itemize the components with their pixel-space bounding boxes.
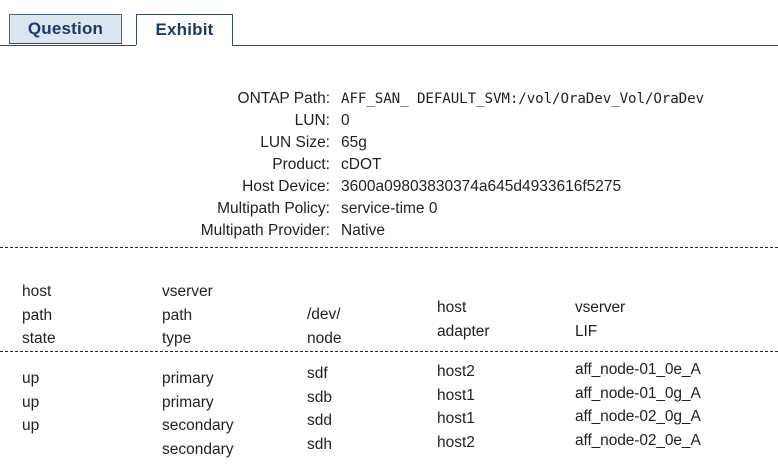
lun-summary-label: Multipath Provider: <box>200 222 330 239</box>
lun-summary-row: ONTAP Path: AFF_SAN_ DEFAULT_SVM:/vol/Ora… <box>0 88 778 110</box>
lun-summary-value: 65g <box>341 134 367 151</box>
table-cell: aff_node-01_0e_A <box>575 361 701 378</box>
tab-bar-rule-right <box>232 44 778 47</box>
table-column-body: primary primary secondary secondary <box>162 367 234 461</box>
table-header-line: vserver <box>162 283 213 300</box>
table-cell: sdh <box>307 435 332 453</box>
lun-summary-label: ONTAP Path: <box>237 90 330 107</box>
table-column-body: up up up <box>22 367 39 438</box>
table-cell: sdb <box>307 388 332 406</box>
table-cell: host2 <box>437 363 475 380</box>
table-cell: aff_node-01_0g_A <box>575 384 701 402</box>
lun-summary-label: Multipath Policy: <box>217 200 330 217</box>
lun-summary-value: service-time 0 <box>341 200 438 217</box>
lun-summary-row: LUN Size: 65g <box>0 132 778 154</box>
table-cell: host1 <box>437 386 475 404</box>
table-column-header: vserver path type <box>162 280 213 351</box>
lun-summary-value: 0 <box>341 112 350 129</box>
table-column-body: aff_node-01_0e_A aff_node-01_0g_A aff_node… <box>575 358 701 452</box>
lun-summary-value: AFF_SAN_ DEFAULT_SVM:/vol/OraDev_Vol/Ora… <box>341 91 704 107</box>
lun-summary-label: Product: <box>272 156 330 173</box>
table-header-line: vserver <box>575 299 626 316</box>
table-cell: up <box>22 393 40 411</box>
table-cell: host1 <box>437 410 475 427</box>
table-cell: up <box>22 370 40 387</box>
tab-exhibit-label: Exhibit <box>155 20 214 39</box>
table-cell: secondary <box>162 417 234 434</box>
lun-summary-label: LUN Size: <box>260 134 330 151</box>
table-header-line: adapter <box>437 322 490 340</box>
lun-summary-label: LUN: <box>294 112 330 129</box>
lun-summary-row: Multipath Provider: Native <box>0 220 778 242</box>
table-column-body: sdf sdb sdd sdh <box>307 362 332 456</box>
tab-bar: Question Exhibit <box>0 0 778 47</box>
table-header-line: host <box>437 299 467 316</box>
lun-summary-block: ONTAP Path: AFF_SAN_ DEFAULT_SVM:/vol/Ora… <box>0 88 778 242</box>
table-column-body: host2 host1 host1 host2 <box>437 360 475 454</box>
table-header-line: LIF <box>575 322 598 340</box>
separator-below-header <box>0 351 778 352</box>
table-cell: up <box>22 417 40 434</box>
lun-summary-label: Host Device: <box>242 178 330 195</box>
tab-exhibit[interactable]: Exhibit <box>136 14 233 45</box>
lun-summary-value: 3600a09803830374a645d4933616f5275 <box>341 178 622 195</box>
table-header-line: type <box>162 330 192 347</box>
tab-question-label: Question <box>27 19 104 38</box>
lun-summary-row: Host Device: 3600a09803830374a645d4933616… <box>0 176 778 198</box>
table-column-header: host path state <box>22 280 56 351</box>
table-header-line: node <box>307 329 342 347</box>
table-header-line: path <box>162 306 193 324</box>
table-cell: aff_node-02_0g_A <box>575 408 701 425</box>
table-header-line: state <box>22 330 56 347</box>
tab-bar-rule-left <box>0 44 136 47</box>
table-header-line: path <box>22 306 53 324</box>
table-cell: sdd <box>307 412 332 429</box>
table-header-line: /dev/ <box>307 306 341 323</box>
lun-summary-row: Multipath Policy: service-time 0 <box>0 198 778 220</box>
lun-summary-row: LUN: 0 <box>0 110 778 132</box>
table-column-header: host adapter <box>437 296 490 343</box>
lun-summary-value: Native <box>341 222 385 239</box>
table-header-line: host <box>22 283 52 300</box>
lun-summary-row: Product: cDOT <box>0 154 778 176</box>
table-cell: sdf <box>307 365 328 382</box>
table-cell: secondary <box>162 440 234 458</box>
table-column-header: /dev/node <box>307 303 341 350</box>
table-cell: aff_node-02_0e_A <box>575 431 701 449</box>
lun-summary-value: cDOT <box>341 156 382 173</box>
tab-question[interactable]: Question <box>9 14 122 44</box>
table-cell: host2 <box>437 433 475 451</box>
table-cell: primary <box>162 370 214 387</box>
separator-above-table <box>0 247 778 248</box>
table-cell: primary <box>162 393 214 411</box>
